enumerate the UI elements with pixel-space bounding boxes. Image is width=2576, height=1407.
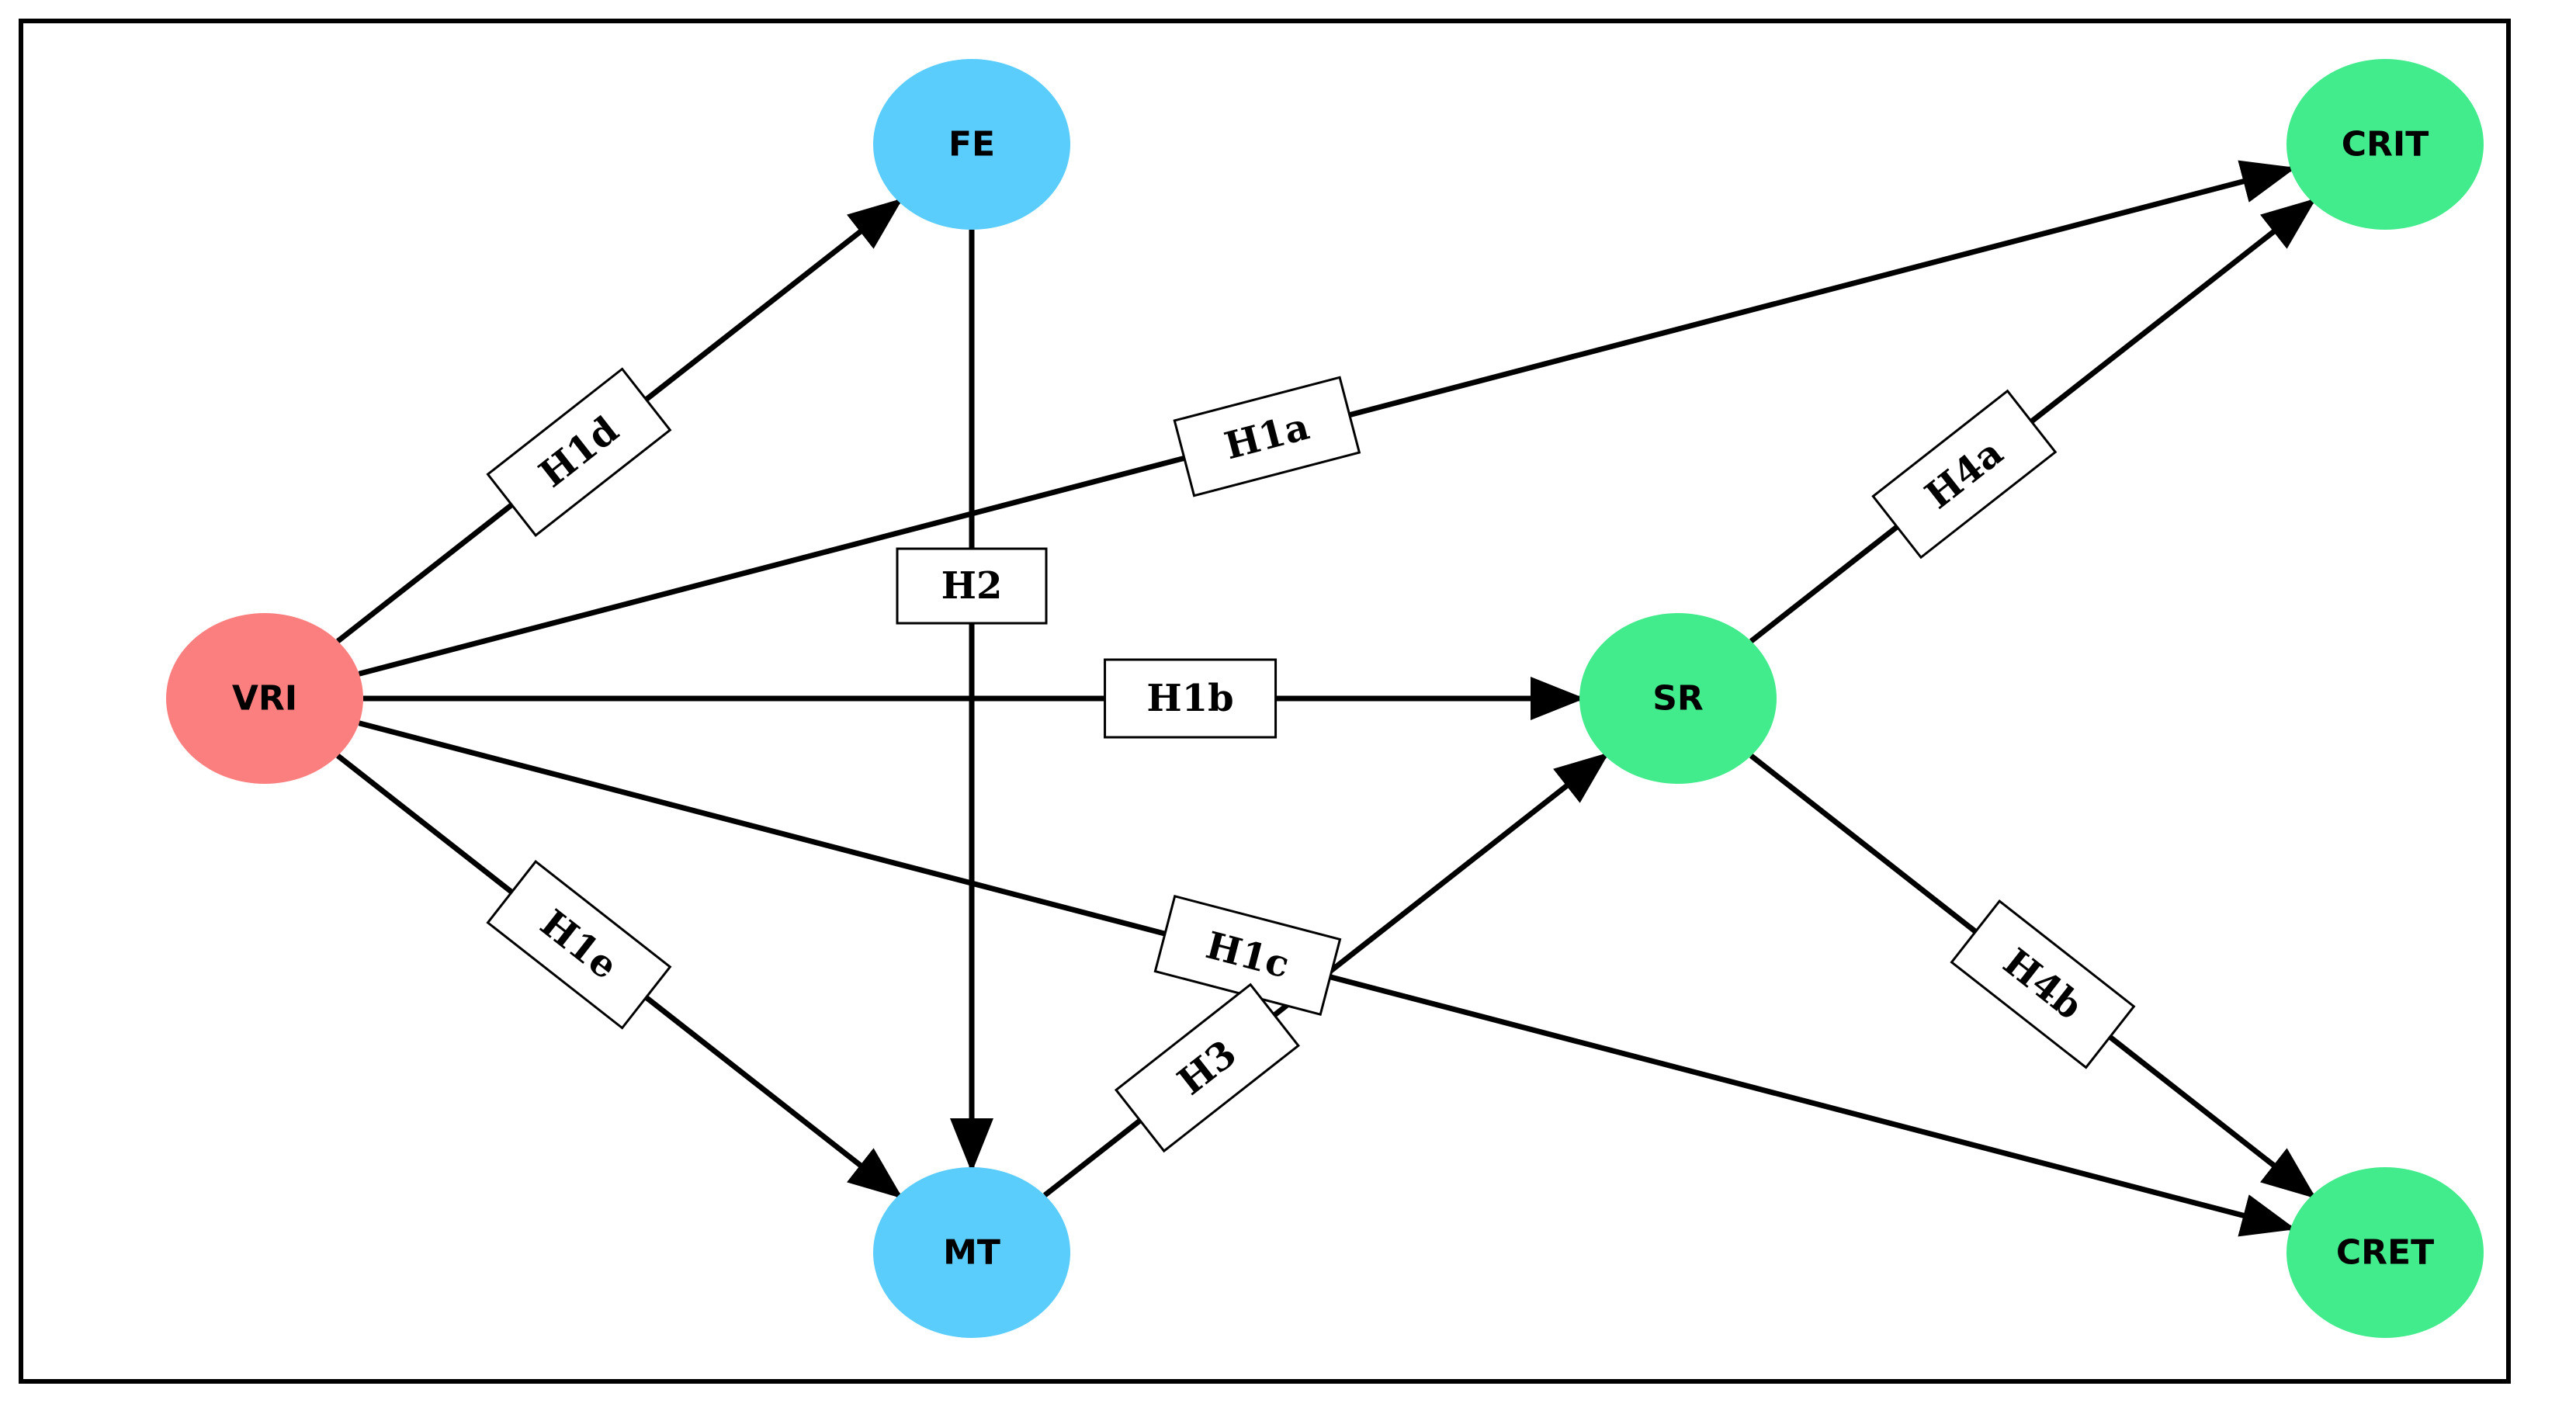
node-ellipse bbox=[873, 1167, 1070, 1338]
edge-label-h4b: H4b bbox=[1950, 899, 2136, 1069]
edge-label-h4a: H4a bbox=[1871, 389, 2058, 560]
edge-label-box bbox=[486, 367, 672, 537]
node-label: CRIT bbox=[2342, 125, 2429, 165]
node-ellipse bbox=[166, 613, 363, 784]
edge-label-box bbox=[1173, 376, 1361, 497]
node-label: VRI bbox=[232, 679, 297, 719]
edge-label-box bbox=[896, 547, 1048, 625]
edge-label-h2: H2 bbox=[896, 547, 1048, 625]
edge-label-box bbox=[1871, 389, 2058, 560]
edge-label-h1b: H1b bbox=[1104, 658, 1278, 739]
edge-label-box bbox=[1114, 982, 1300, 1153]
node-label: CRET bbox=[2336, 1233, 2434, 1273]
edge-label-text: H2 bbox=[941, 564, 1003, 608]
node-vri: VRI bbox=[166, 613, 363, 784]
edge-label-h1e: H1e bbox=[486, 860, 672, 1030]
node-mt: MT bbox=[873, 1167, 1070, 1338]
node-ellipse bbox=[873, 59, 1070, 230]
edge-label-h3: H3 bbox=[1114, 982, 1300, 1153]
edge-label-box bbox=[1104, 658, 1278, 739]
node-label: MT bbox=[943, 1233, 1000, 1273]
edges-layer bbox=[336, 160, 2317, 1237]
edge-label-box bbox=[486, 860, 672, 1030]
edge-label-box bbox=[1153, 894, 1342, 1017]
node-ellipse bbox=[2287, 59, 2484, 230]
edge-label-text: H1b bbox=[1146, 677, 1233, 720]
node-fe: FE bbox=[873, 59, 1070, 230]
node-cret: CRET bbox=[2287, 1167, 2484, 1338]
node-label: FE bbox=[948, 125, 995, 165]
edge-label-h1a: H1a bbox=[1173, 376, 1361, 497]
node-ellipse bbox=[1579, 613, 1777, 784]
node-label: SR bbox=[1652, 679, 1704, 719]
edge-label-h1c: H1c bbox=[1153, 894, 1342, 1017]
node-ellipse bbox=[2287, 1167, 2484, 1338]
nodes-layer: VRI FE MT SR CRIT CRET bbox=[166, 59, 2484, 1338]
node-crit: CRIT bbox=[2287, 59, 2484, 230]
edge-label-h1d: H1d bbox=[486, 367, 672, 537]
node-sr: SR bbox=[1579, 613, 1777, 784]
edge-label-box bbox=[1950, 899, 2136, 1069]
diagram-frame bbox=[19, 19, 2511, 1384]
